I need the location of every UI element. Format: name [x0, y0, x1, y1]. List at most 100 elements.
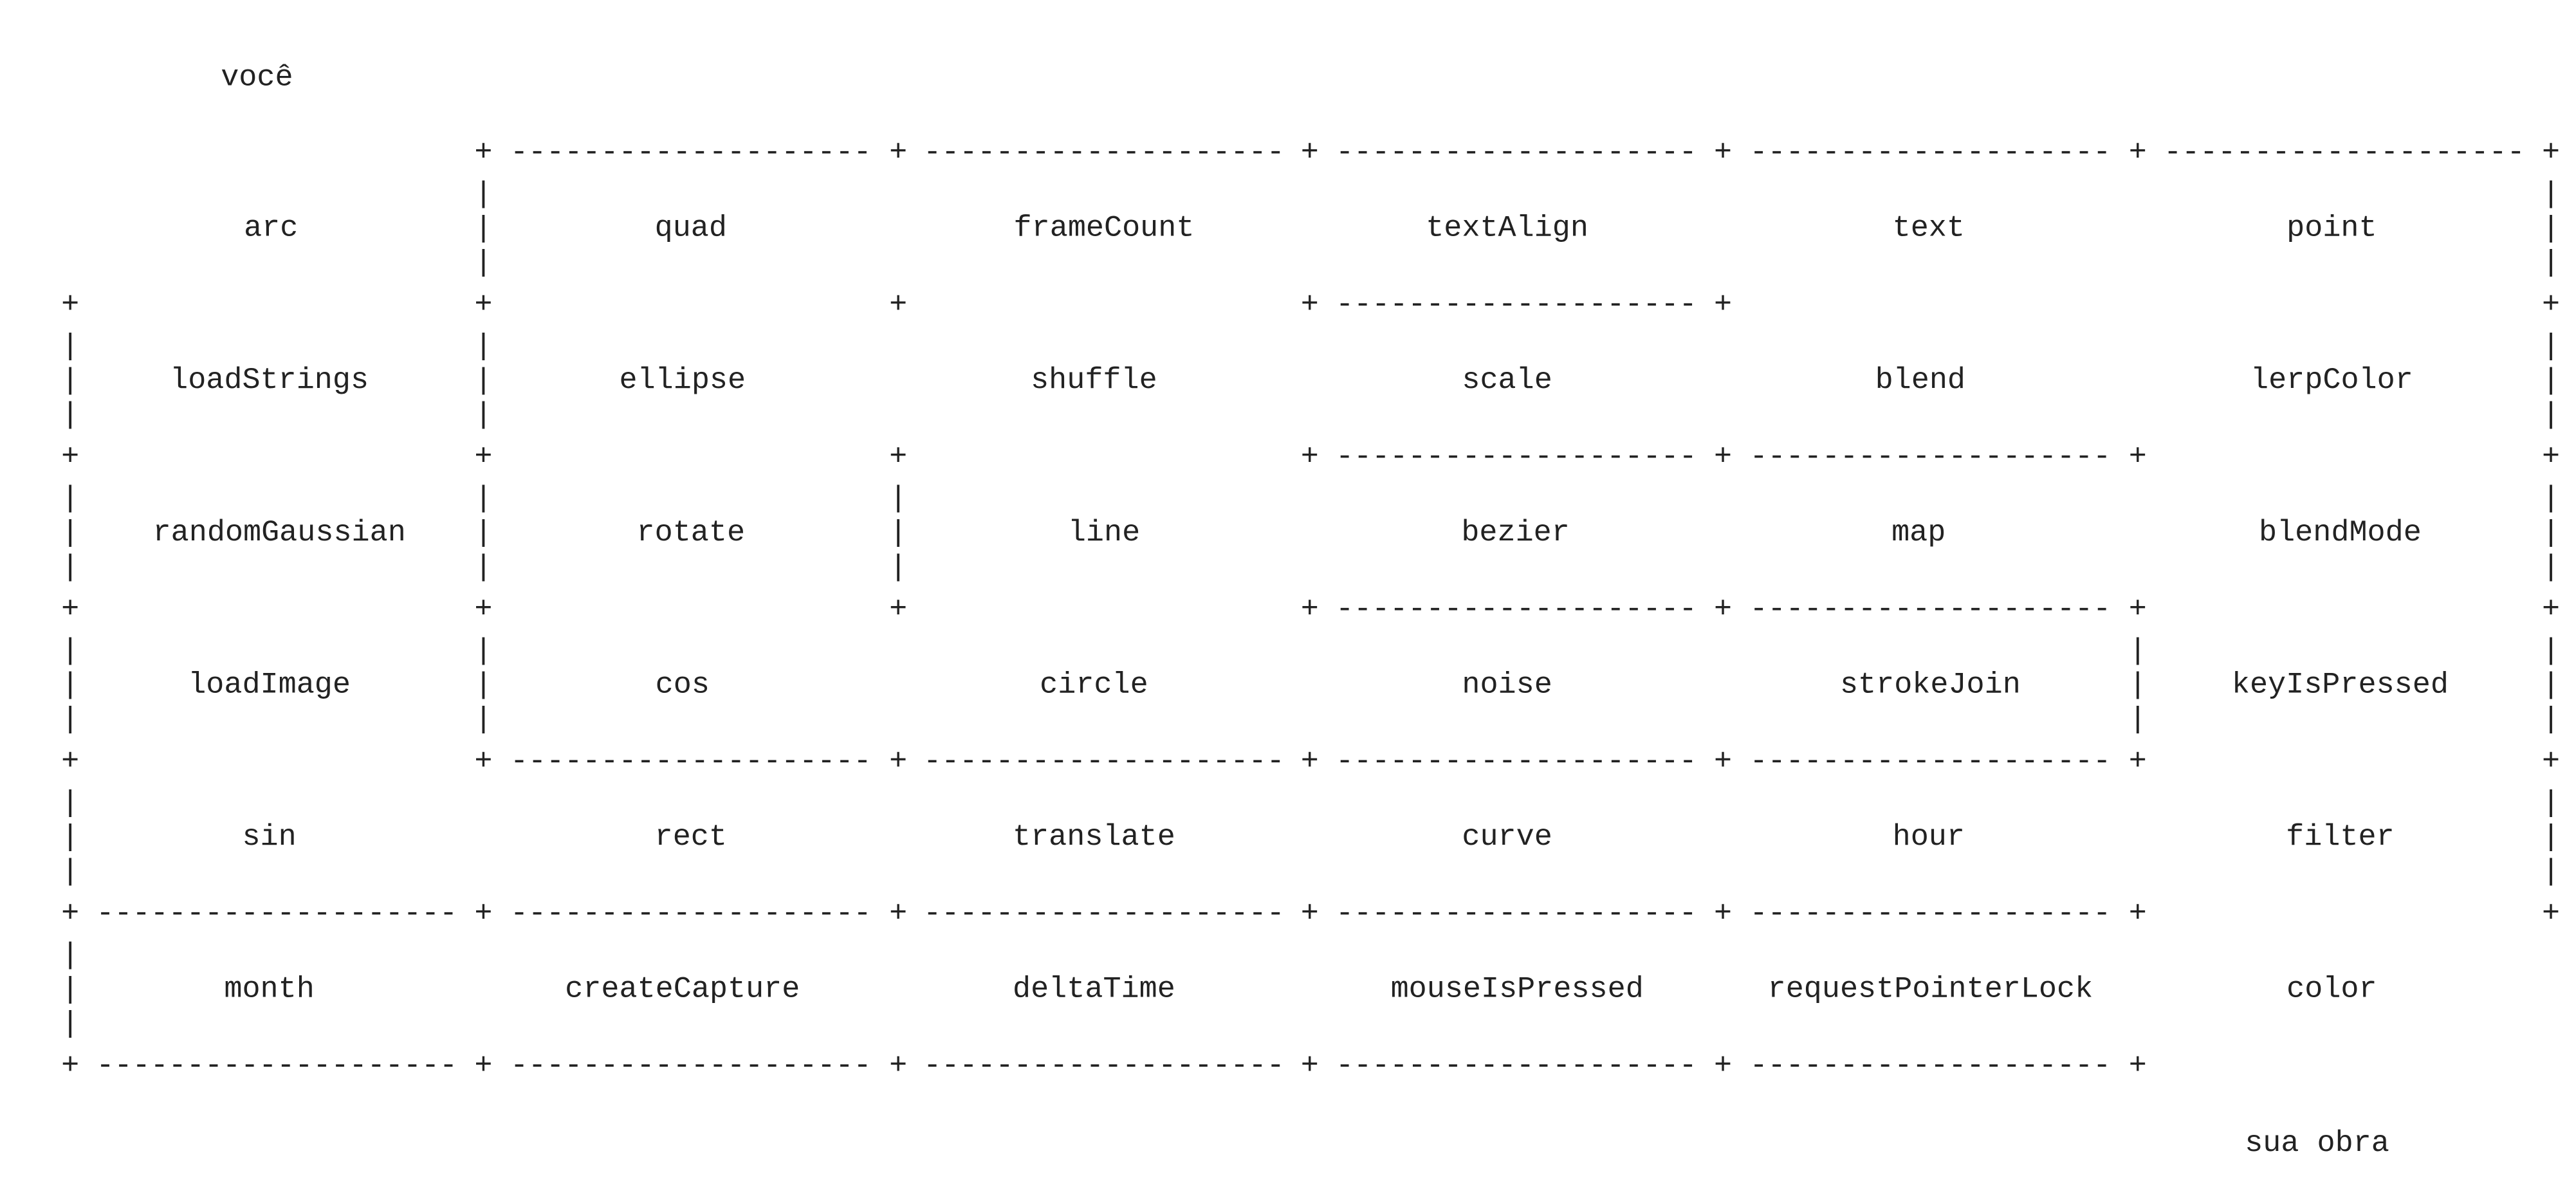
- grid-line-horizontal: --------------------: [1750, 744, 2111, 778]
- grid-line-vertical: |: [61, 398, 79, 432]
- grid-junction: +: [474, 897, 492, 931]
- grid-line-horizontal: --------------------: [923, 744, 1285, 778]
- grid-junction: +: [1714, 897, 1732, 931]
- grid-junction: +: [1301, 288, 1319, 322]
- grid-line-horizontal: --------------------: [1750, 593, 2111, 627]
- grid-junction: +: [1714, 593, 1732, 627]
- grid-line-vertical: |: [61, 855, 79, 889]
- grid-line-vertical: |: [2542, 482, 2560, 516]
- grid-line-vertical: |: [61, 330, 79, 364]
- top-label: você: [221, 62, 293, 96]
- grid-line-horizontal: --------------------: [923, 897, 1285, 931]
- grid-line-vertical: |: [2542, 634, 2560, 668]
- cell-hour: hour: [1892, 821, 1965, 855]
- grid-line-vertical: |: [2542, 178, 2560, 212]
- cell-sin: sin: [242, 821, 297, 855]
- grid-line-vertical: |: [474, 668, 492, 703]
- grid-line-vertical: |: [2542, 551, 2560, 585]
- grid-line-vertical: |: [474, 178, 492, 212]
- cell-noise: noise: [1462, 669, 1552, 703]
- grid-junction: +: [2129, 897, 2147, 931]
- grid-junction: +: [889, 744, 907, 778]
- grid-line-vertical: |: [2542, 330, 2560, 364]
- grid-junction: +: [1714, 288, 1732, 322]
- grid-line-vertical: |: [61, 364, 79, 398]
- grid-junction: +: [1714, 744, 1732, 778]
- grid-junction: +: [1301, 744, 1319, 778]
- cell-circle: circle: [1040, 669, 1148, 703]
- grid-line-vertical: |: [2542, 668, 2560, 703]
- grid-line-vertical: |: [474, 330, 492, 364]
- cell-loadstrings: loadStrings: [170, 364, 369, 398]
- cell-blendmode: blendMode: [2259, 517, 2422, 551]
- grid-junction: +: [889, 897, 907, 931]
- cell-framecount: frameCount: [1013, 212, 1195, 246]
- cell-bezier: bezier: [1461, 517, 1570, 551]
- grid-line-vertical: |: [474, 634, 492, 668]
- grid-line-vertical: |: [61, 516, 79, 550]
- grid-junction: +: [2542, 288, 2560, 322]
- grid-line-horizontal: --------------------: [510, 136, 872, 170]
- cell-strokejoin: strokeJoin: [1839, 669, 2021, 703]
- grid-line-vertical: |: [2129, 703, 2147, 737]
- grid-junction: +: [1301, 593, 1319, 627]
- cell-deltatime: deltaTime: [1013, 973, 1175, 1007]
- grid-junction: +: [474, 288, 492, 322]
- cell-line: line: [1067, 517, 1141, 551]
- grid-junction: +: [2542, 440, 2560, 474]
- grid-junction: +: [61, 744, 79, 778]
- grid-junction: +: [889, 440, 907, 474]
- cell-rotate: rotate: [636, 517, 746, 551]
- cell-lerpcolor: lerpColor: [2250, 364, 2413, 398]
- grid-line-vertical: |: [61, 786, 79, 820]
- grid-line-vertical: |: [889, 482, 907, 516]
- grid-junction: +: [2542, 897, 2560, 931]
- grid-junction: +: [1714, 136, 1732, 170]
- cell-loadimage: loadImage: [188, 669, 351, 703]
- grid-line-vertical: |: [61, 973, 79, 1007]
- grid-line-vertical: |: [2542, 821, 2560, 855]
- grid-line-vertical: |: [2542, 703, 2560, 737]
- cell-color: color: [2286, 973, 2377, 1007]
- grid-junction: +: [474, 593, 492, 627]
- cell-shuffle: shuffle: [1031, 364, 1157, 398]
- grid-line-horizontal: --------------------: [1750, 440, 2111, 474]
- grid-junction: +: [889, 288, 907, 322]
- grid-line-horizontal: --------------------: [1336, 136, 1697, 170]
- grid-junction: +: [61, 440, 79, 474]
- grid-line-vertical: |: [61, 939, 79, 973]
- grid-junction: +: [474, 744, 492, 778]
- grid-junction: +: [2542, 136, 2560, 170]
- grid-junction: +: [2542, 744, 2560, 778]
- grid-line-vertical: |: [61, 1007, 79, 1042]
- grid-line-vertical: |: [889, 551, 907, 585]
- grid-line-horizontal: --------------------: [923, 1049, 1285, 1083]
- grid-line-horizontal: --------------------: [1336, 1049, 1697, 1083]
- grid-line-vertical: |: [2129, 668, 2147, 703]
- grid-line-vertical: |: [474, 398, 492, 432]
- cell-keyispressed: keyIsPressed: [2231, 669, 2449, 703]
- grid-line-vertical: |: [2542, 212, 2560, 246]
- cell-quad: quad: [654, 212, 727, 246]
- grid-line-horizontal: --------------------: [1750, 136, 2111, 170]
- grid-line-vertical: |: [474, 482, 492, 516]
- cell-curve: curve: [1462, 821, 1552, 855]
- cell-randomgaussian: randomGaussian: [152, 517, 406, 551]
- grid-line-horizontal: --------------------: [510, 1049, 872, 1083]
- grid-junction: +: [474, 136, 492, 170]
- grid-line-vertical: |: [474, 246, 492, 281]
- grid-line-horizontal: --------------------: [510, 744, 872, 778]
- grid-junction: +: [2129, 744, 2147, 778]
- cell-scale: scale: [1462, 364, 1552, 398]
- grid-line-horizontal: --------------------: [1750, 1049, 2111, 1083]
- grid-junction: +: [1714, 1049, 1732, 1083]
- grid-junction: +: [2129, 1049, 2147, 1083]
- grid-line-vertical: |: [61, 821, 79, 855]
- grid-line-horizontal: --------------------: [1750, 897, 2111, 931]
- grid-junction: +: [1301, 136, 1319, 170]
- grid-junction: +: [2542, 593, 2560, 627]
- cell-requestpointerlock: requestPointerLock: [1767, 973, 2093, 1007]
- grid-line-vertical: |: [61, 482, 79, 516]
